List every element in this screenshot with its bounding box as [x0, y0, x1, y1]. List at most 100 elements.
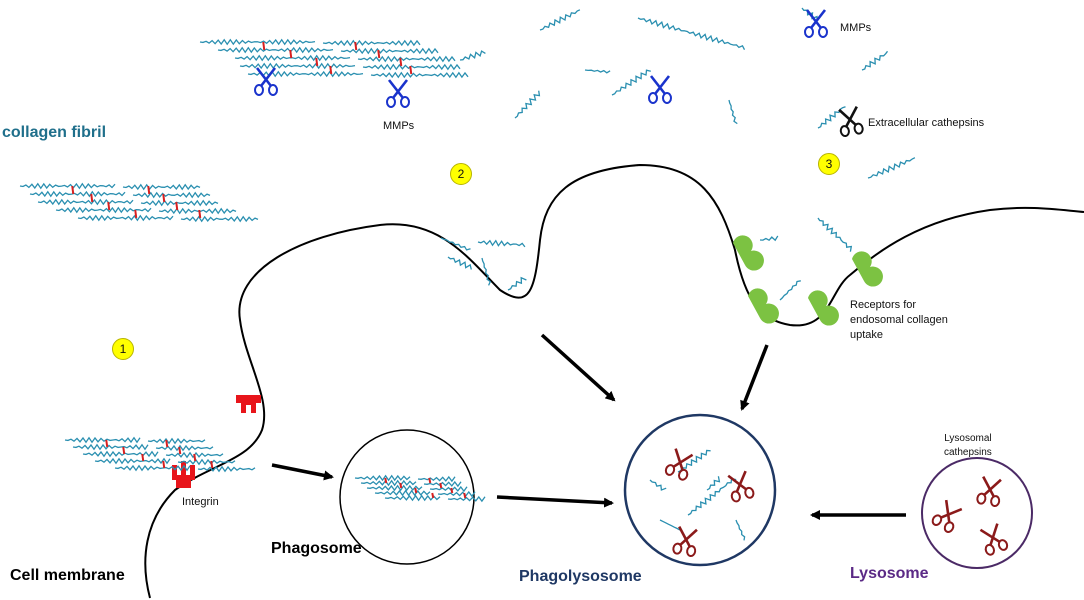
collagen-helix [199, 38, 316, 46]
collagen-helix [362, 63, 461, 71]
receptors [733, 235, 883, 326]
cell-membrane-label: Cell membrane [10, 567, 125, 584]
arrow-receptor-to-phagolysosome [740, 344, 769, 411]
crosslink [71, 185, 75, 195]
collagen-helix [659, 519, 681, 531]
collagen-helix [357, 55, 456, 63]
collagen-fibril-label: collagen fibril [2, 124, 107, 141]
collagen-helix [122, 183, 201, 191]
crosslink [431, 492, 435, 499]
collagen-helix [384, 494, 441, 502]
receptors-label: Receptors for endosomal collagen uptake [850, 299, 948, 341]
crosslink [377, 49, 381, 59]
collagen-helix [132, 191, 211, 199]
scissors-icon [838, 106, 864, 138]
arrow-macropinocytosis-to-phagolysosome [540, 333, 616, 402]
collagen-helix [72, 443, 149, 451]
lysosome-label: Lysosome [850, 565, 929, 582]
crosslink [315, 57, 319, 67]
lysosome-circle [921, 457, 1033, 569]
crosslink [384, 477, 388, 484]
crosslink [198, 209, 202, 219]
step-marker-3: 3 [818, 153, 840, 175]
receptor-icon [748, 288, 779, 324]
collagen-helix [637, 17, 746, 50]
collagen-helix [429, 485, 468, 493]
collagen-helix [706, 476, 721, 491]
mmps-label-left: MMPs [383, 120, 415, 132]
phagolysosome-circle [623, 413, 777, 567]
crosslink [439, 482, 443, 489]
scissors-icon [664, 448, 694, 481]
crosslink [122, 446, 126, 455]
collagen-helix [114, 464, 191, 472]
collagen-helix [440, 237, 471, 251]
arrows [271, 333, 906, 520]
collagen-helix [322, 39, 421, 47]
collagen-helix [197, 465, 256, 473]
collagen-helix [158, 207, 237, 215]
crosslink [162, 460, 166, 469]
collagen-helix [239, 62, 356, 70]
collagen-helix [417, 475, 456, 483]
collagen-helices [19, 7, 916, 541]
crosslink [414, 487, 418, 494]
arrow-phagosome-to-phagolysosome [496, 495, 614, 508]
crosslink [162, 193, 166, 203]
scissors-icon [648, 75, 672, 104]
step-marker-2: 2 [450, 163, 472, 185]
collagen-helix [477, 239, 526, 248]
collagen-helix [447, 495, 486, 503]
crosslink [409, 65, 413, 75]
crosslinks [71, 41, 467, 499]
crosslink [329, 65, 333, 75]
crosslink [105, 439, 109, 448]
collagen-helix [728, 99, 738, 125]
collagen-helix [481, 257, 492, 286]
collagen-helix [507, 276, 527, 291]
collagen-helix [867, 157, 916, 179]
scissors-icon [386, 79, 410, 108]
scissors-icon [727, 470, 755, 503]
crosslink [463, 492, 467, 499]
scissors-group [254, 9, 1009, 558]
collagen-helix [155, 444, 214, 452]
collagen-helix [459, 50, 486, 61]
extracellular-cathepsins-label: Extracellular cathepsins [868, 117, 985, 129]
collagen-helix [29, 190, 126, 198]
collagen-helix [514, 90, 541, 119]
collagen-helix [649, 479, 667, 491]
collagen-helix [177, 458, 236, 466]
crosslink [178, 446, 182, 455]
crosslink [399, 482, 403, 489]
crosslink [210, 460, 214, 469]
collagen-helix [64, 436, 141, 444]
phagosome-label: Phagosome [271, 540, 362, 557]
receptor-icon [808, 290, 839, 326]
phagolysosome-label: Phagolysosome [519, 568, 642, 585]
crosslink [354, 41, 358, 51]
collagen-helix [447, 256, 472, 270]
collagen-helix [366, 484, 423, 492]
collagen-helix [94, 457, 171, 465]
collagen-helix [779, 280, 801, 301]
phagosome-circle [339, 429, 475, 565]
crosslink [165, 439, 169, 448]
collagen-helix [735, 519, 746, 541]
collagen-helix [140, 199, 219, 207]
crosslink [141, 453, 145, 462]
crosslink [147, 185, 151, 195]
receptor-icon [852, 251, 883, 287]
collagen-helix [611, 69, 651, 96]
collagen-helix [817, 106, 846, 129]
scissors-icon [931, 499, 963, 533]
collagen-helix [861, 50, 889, 71]
collagen-helix [37, 198, 134, 206]
integrins [172, 395, 261, 488]
crosslink [289, 49, 293, 59]
cell-membrane-line [144, 163, 1084, 599]
collagen-helix [217, 46, 334, 54]
crosslink [90, 193, 94, 203]
crosslink [399, 57, 403, 67]
